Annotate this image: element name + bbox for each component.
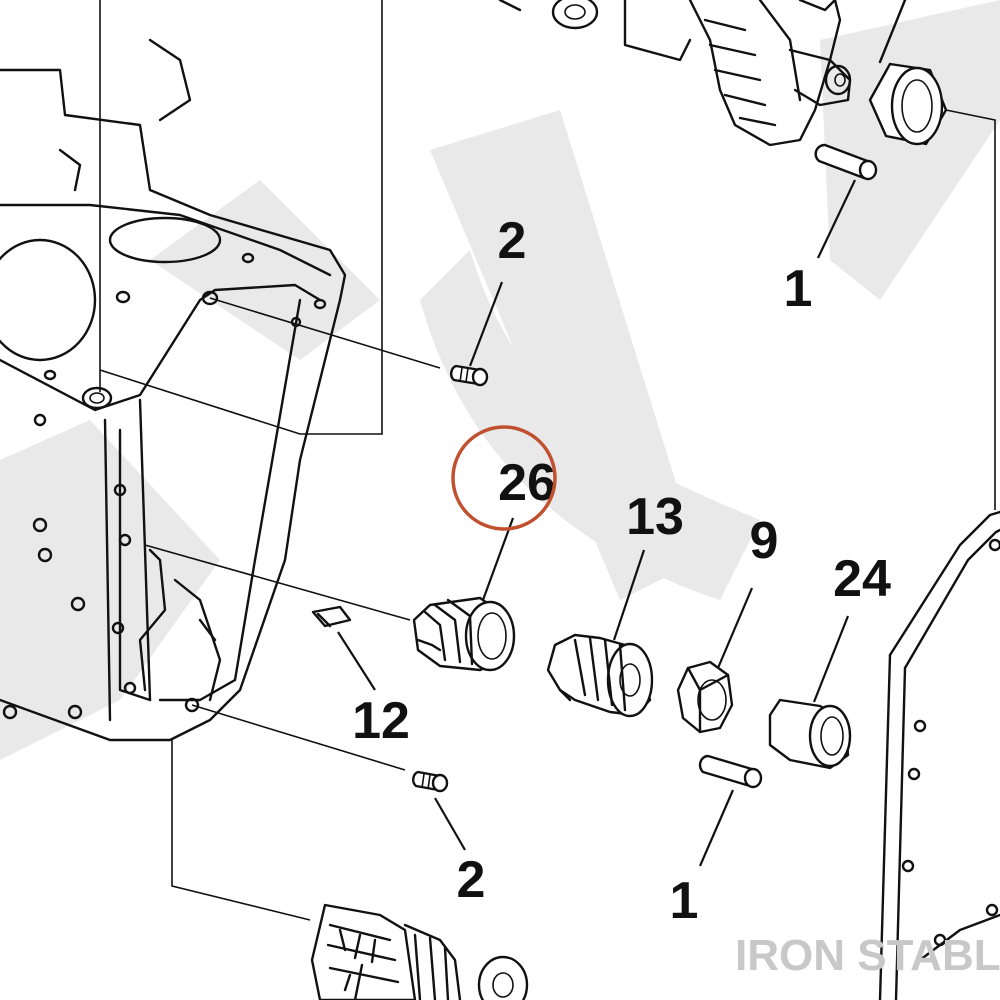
top-cam-gear (498, 0, 907, 147)
cover-gasket (878, 510, 1000, 1000)
dowel-2-bottom (412, 770, 449, 793)
callout-1-bottom: 1 (670, 872, 699, 930)
bottom-gear-shaft (310, 903, 529, 1000)
part-12-woodruff-key (311, 605, 352, 628)
callout-26: 26 (498, 454, 556, 512)
dowel-pin-top (814, 143, 878, 181)
callout-13: 13 (626, 488, 684, 546)
part-26-bushing (412, 596, 516, 672)
dowel-pin-bottom (698, 754, 763, 789)
watermark-brand-text: IRON STABLE (735, 931, 1000, 980)
dowel-2-top (450, 364, 489, 387)
part-13-pinion-gear (546, 633, 654, 718)
callout-12: 12 (352, 692, 410, 750)
crankcase (0, 38, 347, 742)
callout-2-bottom: 2 (457, 851, 486, 909)
part-9-nut (676, 660, 734, 734)
callout-24: 24 (833, 550, 891, 608)
callout-leaders (337, 179, 856, 867)
callout-9: 9 (750, 512, 779, 570)
assembly-lines (99, 0, 996, 921)
callout-1-top: 1 (784, 260, 813, 318)
background-watermark-shapes (0, 0, 1000, 760)
top-bushing-part (868, 62, 948, 146)
callout-2-top: 2 (498, 212, 527, 270)
part-24-bushing (768, 698, 852, 770)
highlight-circle (451, 425, 557, 531)
